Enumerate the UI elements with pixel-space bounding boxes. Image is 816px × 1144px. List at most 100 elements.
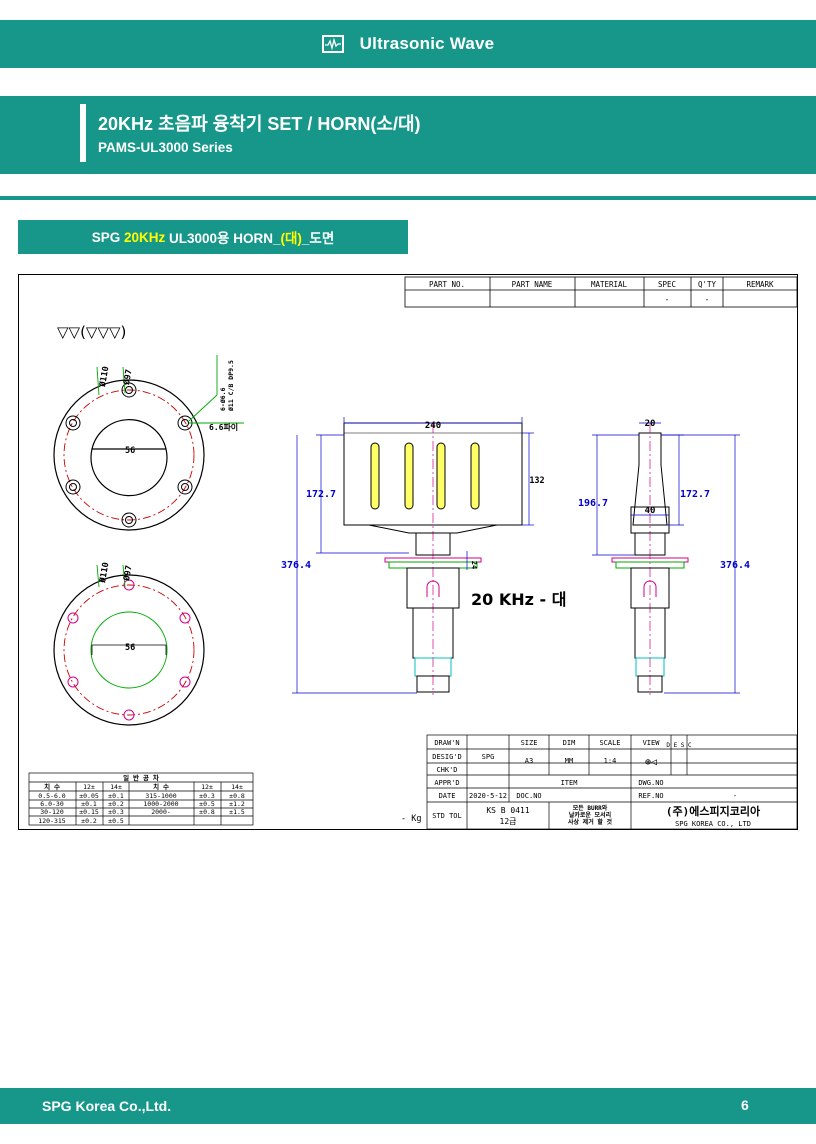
page-subtitle: PAMS-UL3000 Series	[98, 140, 233, 155]
tb-date: 2020-5-12	[469, 792, 507, 800]
weight-label: - Kg	[401, 814, 421, 824]
tb-dim-label: DIM	[563, 739, 576, 747]
tb-std-tol: STD TOL	[432, 812, 462, 820]
page-number: 6	[741, 1097, 749, 1113]
parts-header-remark: REMARK	[746, 280, 774, 289]
tb-size-label: SIZE	[521, 739, 538, 747]
tb-date-label: DATE	[439, 792, 456, 800]
tol-r0-c3: 315-1000	[145, 792, 176, 800]
tb-view-label: VIEW	[643, 739, 661, 747]
side-height-b-dim: 172.7	[680, 489, 710, 500]
tb-item-label: ITEM	[561, 779, 578, 787]
tol-r2-c1: ±0.15	[79, 808, 99, 816]
footer-company: SPG Korea Co.,Ltd.	[42, 1098, 172, 1114]
tb-refno-label: REF.NO	[638, 792, 663, 800]
bottom-circle-pitch-dim: Ø97	[121, 564, 135, 582]
tol-r2-c2: ±0.3	[108, 808, 124, 816]
tb-ks: KS B 0411	[486, 806, 530, 815]
section-label-middle: UL3000용 HORN_	[165, 231, 281, 246]
tol-r2-c5: ±1.5	[229, 808, 245, 816]
waveform-icon	[321, 35, 344, 53]
tol-r1-c3: 1000-2000	[143, 800, 178, 808]
tb-burr-note2: 날카로운 모서리	[569, 811, 611, 819]
header-band: Ultrasonic Wave	[0, 20, 816, 68]
section-label-suffix: _도면	[301, 231, 335, 246]
drawing-canvas: PART NO. PART NAME MATERIAL SPEC Q'TY RE…	[28, 276, 798, 830]
tol-r2-c4: ±0.8	[199, 808, 215, 816]
tb-dim: MM	[565, 757, 573, 765]
top-circle-pitch-dim: Ø97	[121, 368, 135, 386]
front-width-dim: 240	[425, 421, 441, 431]
section-label-prefix: SPG	[91, 229, 124, 245]
title-block	[426, 734, 798, 830]
bottom-circle-view	[53, 564, 205, 726]
tol-r0-c1: ±0.05	[79, 792, 99, 800]
top-circle-view	[53, 355, 244, 531]
tol-r0-c5: ±0.8	[229, 792, 245, 800]
tb-doc-label: DOC.NO	[516, 792, 541, 800]
side-height-total-dim: 376.4	[720, 560, 750, 571]
parts-header-partno: PART NO.	[429, 280, 465, 289]
page-title: 20KHz 초음파 융착기 SET / HORN(소/대)	[98, 114, 421, 134]
tol-r1-c5: ±1.2	[229, 800, 245, 808]
front-view	[343, 422, 523, 695]
side-height-a-dim: 196.7	[578, 498, 608, 509]
tolerance-table	[28, 772, 254, 826]
tb-burr-note1: 모든 BURR와	[573, 804, 608, 812]
parts-value-qty: -	[705, 295, 710, 304]
tol-r2-c0: 30-120	[40, 808, 64, 816]
bottom-circle-outer-dim: Ø110	[97, 561, 112, 584]
tol-h-2: 14±	[110, 783, 122, 791]
tb-scale-label: SCALE	[599, 739, 620, 747]
tol-r1-c0: 6.0-30	[40, 800, 64, 808]
tb-designer: SPG	[482, 753, 495, 761]
tol-r0-c2: ±0.1	[108, 792, 124, 800]
tb-scale: 1:4	[604, 757, 617, 765]
parts-table	[404, 276, 798, 308]
tol-r3-c1: ±0.2	[81, 817, 97, 825]
tol-h-0: 치 수	[44, 782, 60, 791]
tb-checked: CHK'D	[436, 766, 457, 774]
divider-line	[0, 196, 816, 200]
tb-company-kr: (주)에스피지코리아	[666, 804, 761, 818]
drawing-caption: 20 KHz - 대	[471, 590, 566, 609]
tol-r1-c2: ±0.2	[108, 800, 124, 808]
section-label: SPG 20KHz UL3000용 HORN_(대)_도면	[18, 220, 408, 254]
surface-finish-symbol: ▽▽(▽▽▽)	[57, 323, 126, 341]
front-flange-dim: 24	[470, 561, 478, 569]
tol-h-4: 12±	[201, 783, 213, 791]
tol-r3-c2: ±0.5	[108, 817, 124, 825]
tol-r0-c4: ±0.3	[199, 792, 215, 800]
tb-drawn: DRAW'N	[434, 739, 459, 747]
parts-header-qty: Q'TY	[698, 280, 717, 289]
front-horn-height-dim: 132	[529, 476, 544, 486]
top-circle-hole-note: 6.6파이	[209, 422, 238, 432]
tb-view-symbol: ⊕◁	[645, 757, 657, 768]
top-circle-inner-dim: 56	[125, 446, 135, 456]
top-circle-callout2: Ø11 C/B DP9.5	[227, 360, 235, 412]
front-height-total-dim: 376.4	[281, 560, 311, 571]
bottom-circle-inner-dim: 56	[125, 643, 135, 653]
footer-band: SPG Korea Co.,Ltd. 6	[0, 1088, 816, 1124]
parts-value-spec: -	[665, 295, 670, 304]
parts-header-material: MATERIAL	[591, 280, 628, 289]
side-top-width-dim: 20	[645, 419, 656, 429]
tol-h-3: 치 수	[153, 782, 169, 791]
tolerance-title: 일 반 공 차	[123, 773, 159, 782]
tb-refno: -	[733, 792, 737, 800]
tol-r3-c0: 120-315	[38, 817, 65, 825]
front-height-upper-dim: 172.7	[306, 489, 336, 500]
tb-dwgno-label: DWG.NO	[638, 779, 663, 787]
section-label-highlight-freq: 20KHz	[124, 229, 166, 245]
tb-designed: DESIG'D	[432, 753, 462, 761]
tol-r2-c3: 2000-	[151, 808, 171, 816]
top-circle-outer-dim: Ø110	[97, 365, 112, 388]
technical-drawing: PART NO. PART NAME MATERIAL SPEC Q'TY RE…	[18, 274, 798, 830]
section-label-highlight-size: (대)	[280, 231, 302, 246]
header-title: Ultrasonic Wave	[359, 34, 495, 53]
tb-ks-grade: 12급	[500, 817, 517, 826]
title-band: 20KHz 초음파 융착기 SET / HORN(소/대) PAMS-UL300…	[0, 96, 816, 174]
tol-r1-c1: ±0.1	[81, 800, 97, 808]
tb-desc-label: D E S C	[666, 742, 692, 749]
top-circle-callout: 6-Ø6.6	[219, 387, 227, 411]
